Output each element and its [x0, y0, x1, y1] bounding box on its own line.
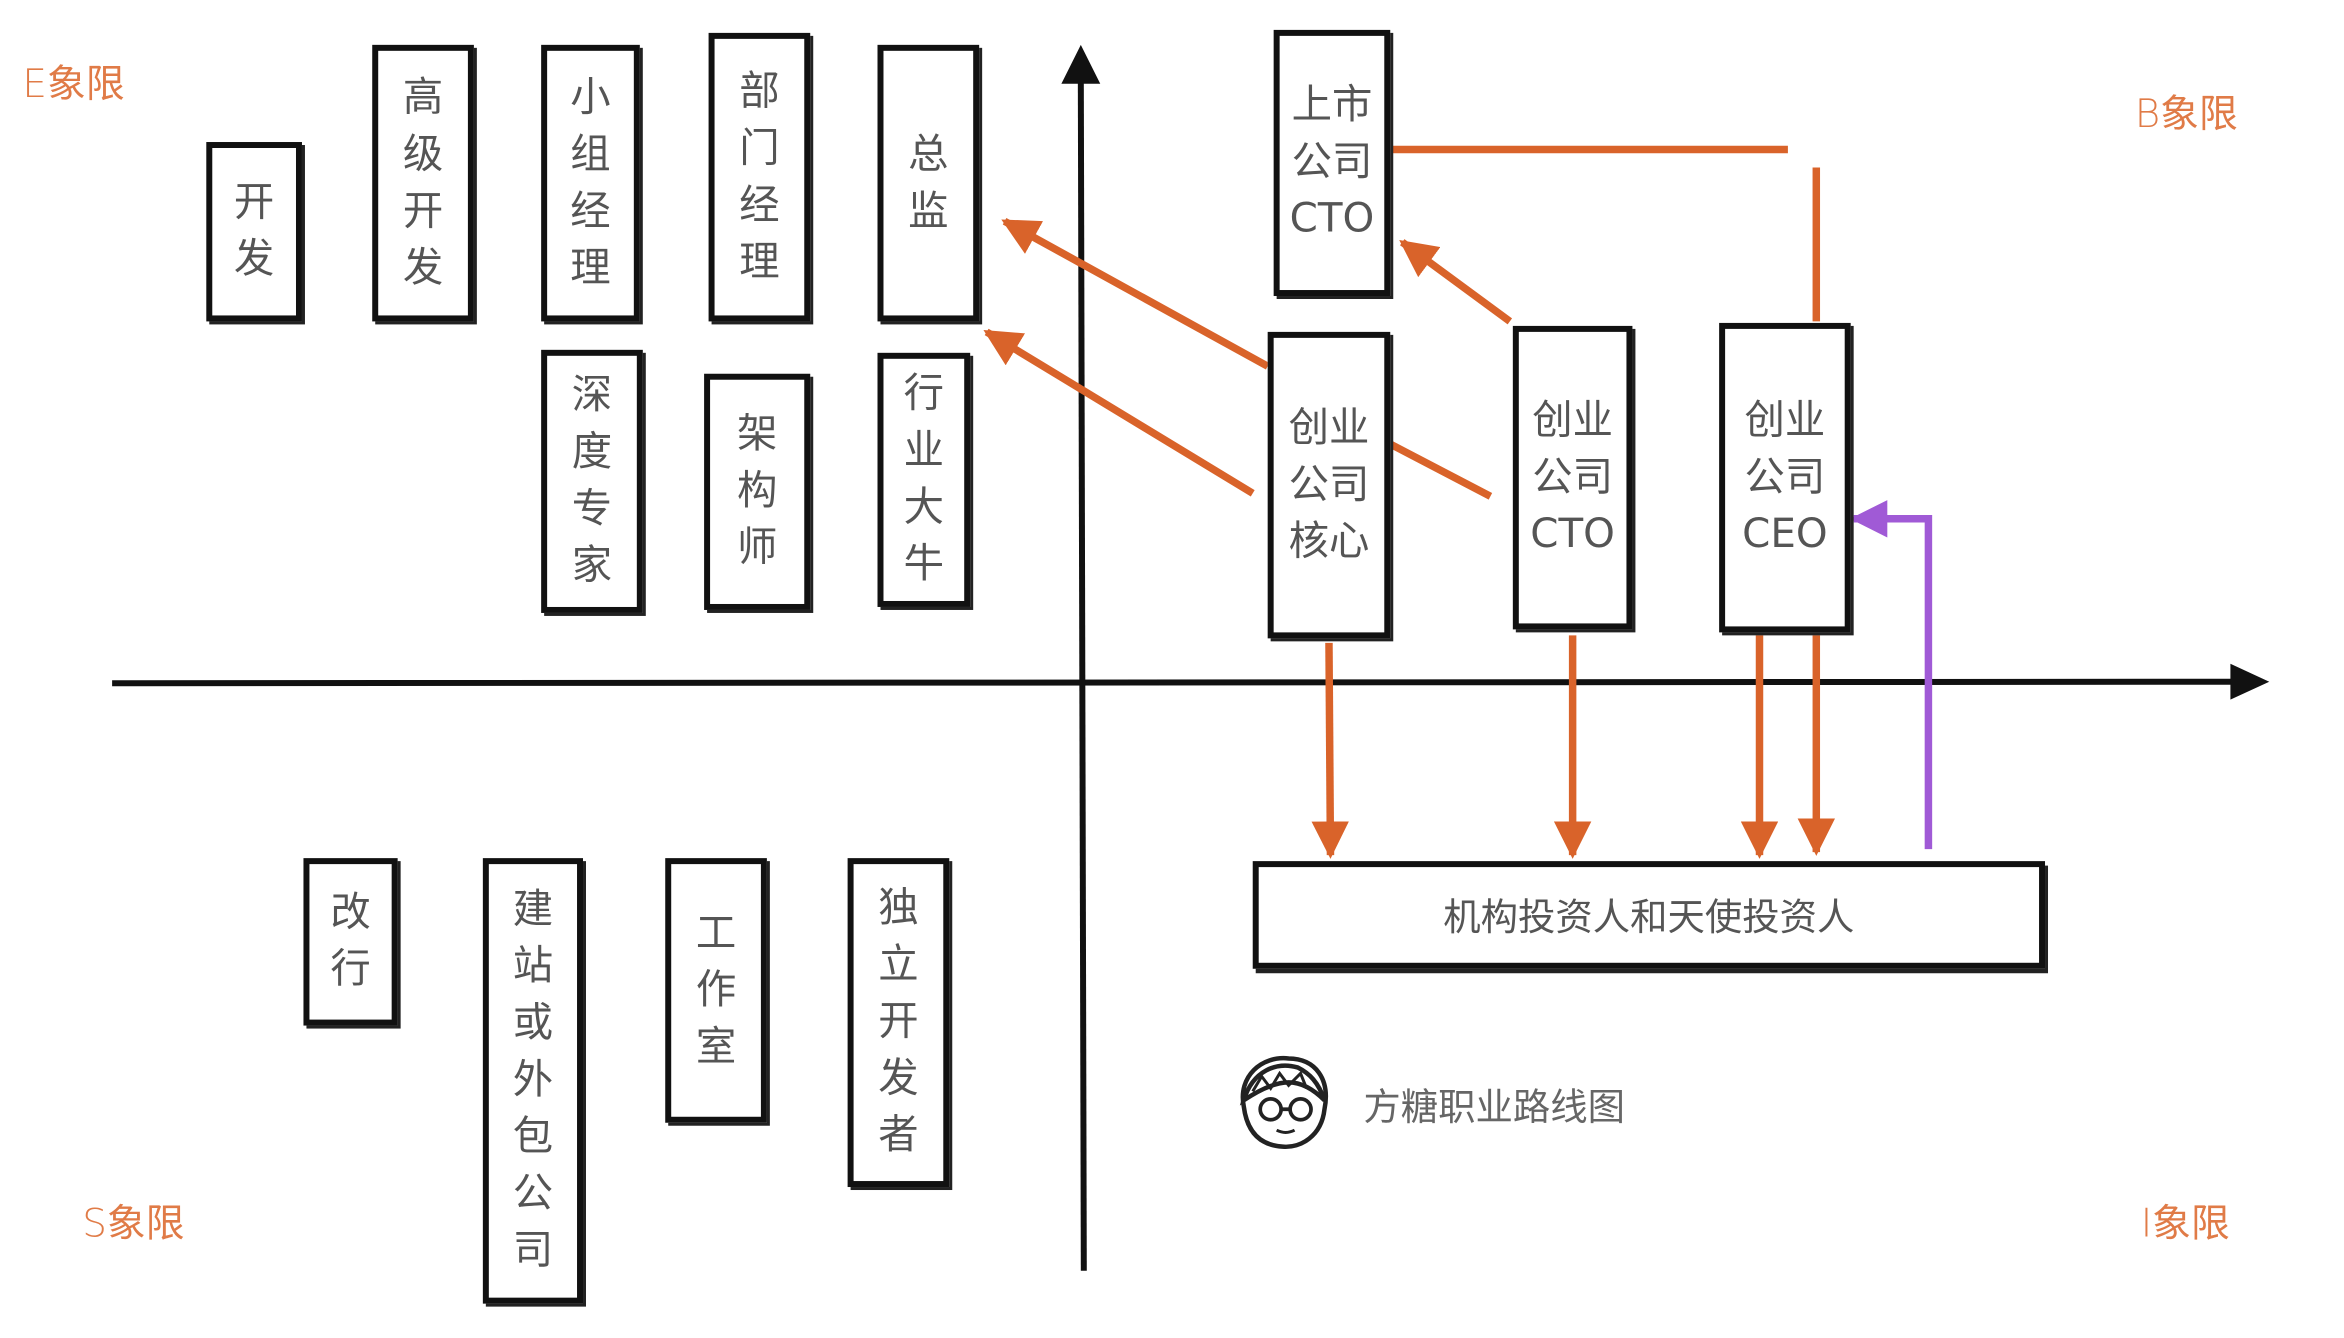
quadrant-label-b: B象限: [2134, 92, 2238, 138]
box-career-change: 改行: [303, 858, 398, 1026]
box-startup-core-line2: 公司: [1288, 461, 1370, 508]
box-startup-ceo: 创业 公司 CEO: [1719, 322, 1851, 633]
box-senior-dev: 高级开发: [372, 44, 474, 322]
box-architect-label: 架构师: [736, 411, 778, 572]
box-startup-ceo-line2: 公司: [1744, 453, 1826, 501]
box-startup-cto-line3: CTO: [1530, 510, 1615, 557]
box-startup-core-line3: 核心: [1288, 518, 1370, 565]
box-startup-ceo-line3: CEO: [1742, 510, 1828, 557]
box-senior-dev-label: 高级开发: [402, 74, 444, 291]
quadrant-label-s: S象限: [82, 1201, 185, 1247]
box-startup-cto-line2: 公司: [1532, 453, 1613, 501]
box-dept-manager: 部门经理: [708, 32, 811, 322]
x-axis-arrowhead: [2230, 663, 2270, 700]
box-startup-cto: 创业 公司 CTO: [1512, 325, 1633, 630]
box-dept-manager-label: 部门经理: [739, 68, 780, 285]
y-axis-arrowhead: [1061, 44, 1101, 84]
arrow-core-to-investors: [1311, 642, 1349, 859]
box-studio: 工作室: [665, 858, 767, 1123]
box-director: 总监: [877, 44, 980, 322]
brand-caption: 方糖职业路线图: [1363, 1085, 1625, 1129]
box-startup-ceo-line1: 创业: [1744, 396, 1826, 444]
box-listed-cto: 上市 公司 CTO: [1273, 29, 1391, 297]
arrow-startup-cto-to-listed: [1399, 239, 1513, 325]
box-dev-label: 开发: [233, 179, 275, 283]
box-startup-core-line1: 创业: [1288, 404, 1370, 451]
box-startup-core: 创业 公司 核心: [1267, 331, 1391, 639]
box-investors: 机构投资人和天使投资人: [1252, 861, 2046, 969]
box-deep-expert: 深度专家: [541, 349, 643, 613]
box-career-change-label: 改行: [330, 889, 371, 993]
y-axis: [1077, 77, 1087, 1271]
box-startup-cto-line1: 创业: [1532, 396, 1613, 444]
box-industry-expert: 行业大牛: [877, 352, 971, 607]
arrow-startup-cto-to-core: [1388, 440, 1493, 500]
box-indie-dev-label: 独立开发者: [878, 885, 919, 1159]
arrow-core-to-industry: [983, 328, 1255, 497]
x-axis: [112, 678, 2235, 687]
arrow-investors-to-ceo: [1849, 500, 1933, 850]
quadrant-label-e: E象限: [22, 62, 125, 108]
box-director-label: 总监: [908, 130, 949, 234]
box-studio-label: 工作室: [695, 909, 737, 1070]
box-listed-cto-line3: CTO: [1289, 195, 1375, 243]
box-website-outsource: 建站或外包公司: [482, 858, 584, 1304]
quadrant-label-i: I象限: [2140, 1201, 2230, 1247]
box-investors-label: 机构投资人和天使投资人: [1443, 895, 1855, 939]
box-industry-expert-label: 行业大牛: [903, 370, 945, 588]
line-ceo-to-listed: [1390, 145, 1821, 322]
box-deep-expert-label: 深度专家: [571, 372, 613, 590]
box-website-outsource-label: 建站或外包公司: [512, 886, 554, 1274]
box-listed-cto-line1: 上市: [1291, 82, 1373, 129]
box-listed-cto-line2: 公司: [1291, 139, 1373, 186]
arrow-core-to-director: [1001, 217, 1270, 370]
box-indie-dev: 独立开发者: [847, 858, 950, 1188]
cartoon-face-icon: [1239, 1056, 1328, 1149]
box-dev: 开发: [206, 142, 302, 322]
box-architect: 架构师: [704, 373, 811, 610]
box-team-manager-label: 小组经理: [570, 74, 611, 291]
box-team-manager: 小组经理: [541, 44, 640, 322]
